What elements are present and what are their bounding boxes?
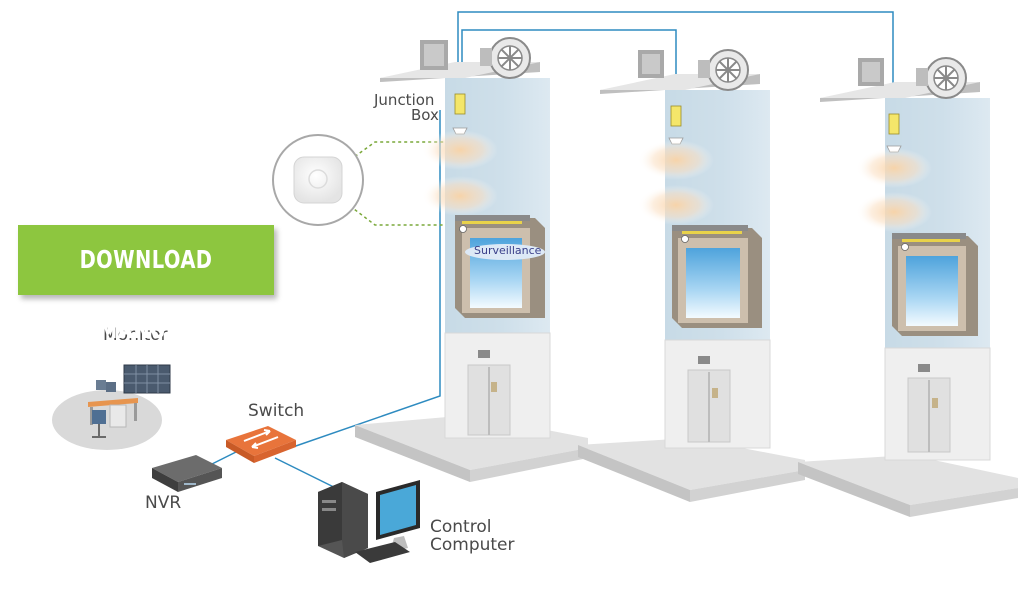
switch-label: Switch [248,401,305,421]
junction-box-icon [670,105,682,127]
camera-icon [901,243,909,251]
switch-icon [226,426,296,463]
camera-icon [681,235,689,243]
download-manual-button-face[interactable] [18,225,274,295]
network-lines [199,11,894,501]
control-computer-label-line1: Control [430,517,492,537]
junction-box-label-line1: Junction [374,91,435,109]
monitor-workstation-icon [52,364,171,450]
junction-box-icon [454,93,466,115]
nvr-label: NVR [145,493,182,513]
motor-icon [480,37,531,79]
surveillance-label: Surveillance [474,244,542,257]
download-manual-button[interactable]: DOWNLOAD MANUAL [18,225,276,344]
motor-icon [698,49,749,91]
download-manual-button-label: DOWNLOAD MANUAL [79,245,213,344]
elevator-1 [355,37,588,482]
junction-box-icon [888,113,900,135]
control-computer-label-line2: Computer [430,535,515,555]
link-elevator1-top [457,11,894,92]
wireless-signal [422,176,498,216]
access-point-callout [272,134,364,226]
camera-icon [459,225,467,233]
nvr-icon [152,455,222,492]
monitor-label: Monitor [103,325,168,345]
link-elevator2-top [461,29,677,92]
computer-icon [318,480,420,563]
surveillance-tag [465,244,545,260]
junction-box-label-line2: Box [411,106,439,124]
motor-icon [916,57,967,99]
wireless-signal [422,130,498,170]
elevator-2 [578,49,805,502]
elevator-3 [798,57,1018,517]
